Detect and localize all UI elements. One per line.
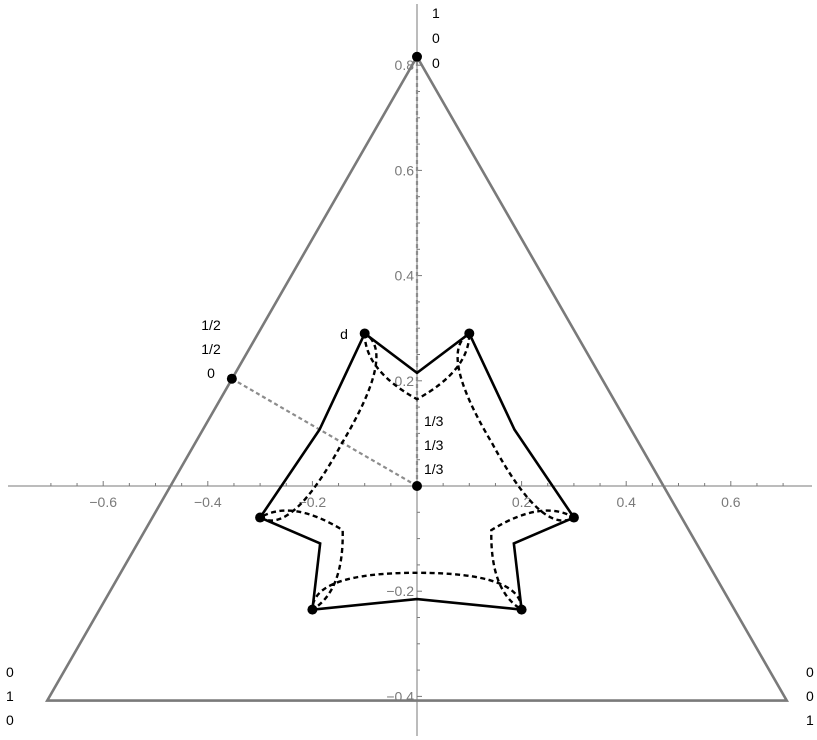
star-vertex-point [359,328,370,339]
edge-midpoint-label: 1/2 [201,341,221,357]
dashed-star-outline [257,331,577,612]
edge-midpoint-label: 1/2 [201,317,221,333]
x-tick-label: 0.2 [512,494,532,510]
bottom-left-vertex-label: 0 [6,712,14,728]
x-tick-label: 0.6 [721,494,741,510]
star-vertex-point [307,604,318,615]
x-tick-label: −0.6 [89,494,117,510]
bottom-left-vertex-label: 0 [6,664,14,680]
y-tick-label: 0.2 [395,373,415,389]
bottom-right-vertex-label: 0 [806,688,814,704]
top-vertex-label: 0 [432,55,440,71]
point-d-label: d [340,326,348,342]
x-tick-label: −0.4 [194,494,222,510]
edge-midpoint-label: 0 [207,365,215,381]
y-tick-label: −0.2 [386,583,414,599]
center-label: 1/3 [424,437,444,453]
y-tick-label: 0.6 [395,162,415,178]
shape-layer [44,51,790,702]
star-vertex-point [255,512,266,523]
bottom-right-vertex-label: 1 [806,712,814,728]
x-tick-label: 0.4 [616,494,636,510]
center-point [412,481,422,491]
bottom-left-vertex-label: 1 [6,688,14,704]
center-label: 1/3 [424,413,444,429]
midpoint-guide-line [231,377,418,487]
star-vertex-point [568,512,579,523]
bottom-right-vertex-label: 0 [806,664,814,680]
top-vertex-point [412,51,422,62]
star-vertex-point [516,604,527,615]
top-vertex-label: 0 [432,30,440,46]
star-vertex-point [464,328,475,339]
top-vertex-label: 1 [432,5,440,21]
center-label: 1/3 [424,461,444,477]
y-tick-label: −0.4 [386,688,414,704]
edge-midpoint-point [226,373,237,384]
y-tick-label: 0.4 [395,268,415,284]
x-tick-label: −0.2 [299,494,327,510]
label-layer: 1 0 0 0 1 0 0 0 1 1/2 1/2 0 1/3 1/3 1/3 d [6,5,814,728]
